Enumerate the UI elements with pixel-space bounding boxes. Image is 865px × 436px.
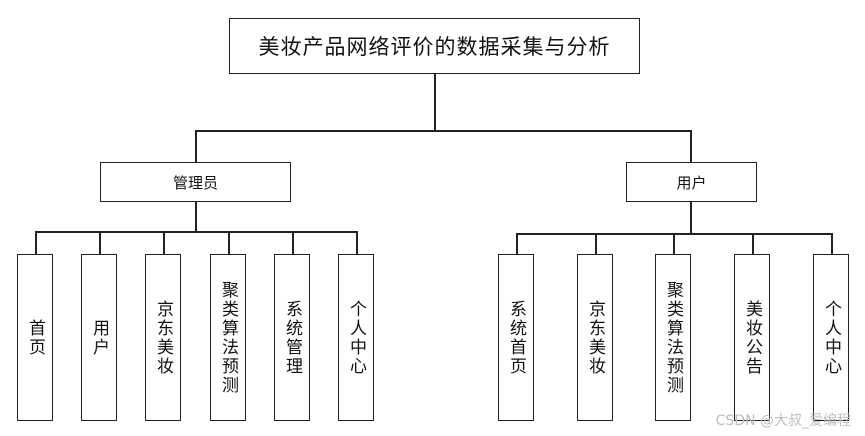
admin-leaf-personal-center: 个人中心 xyxy=(338,254,374,421)
connector-user-down xyxy=(690,202,692,234)
connector-admin-leaf-4 xyxy=(228,231,230,254)
user-leaf-jd-beauty: 京东美妆 xyxy=(577,254,613,421)
connector-to-user xyxy=(690,130,692,162)
connector-user-leaf-1 xyxy=(516,233,518,254)
connector-admin-down xyxy=(195,202,197,232)
connector-user-leaf-3 xyxy=(673,233,675,254)
connector-user-leaf-5 xyxy=(831,233,833,254)
admin-node: 管理员 xyxy=(100,162,291,202)
admin-leaf-jd-beauty: 京东美妆 xyxy=(145,254,181,421)
admin-leaf-home: 首页 xyxy=(17,254,53,421)
user-leaf-system-home: 系统首页 xyxy=(498,254,534,421)
user-leaf-cluster-predict: 聚类算法预测 xyxy=(655,254,691,421)
connector-to-admin xyxy=(195,130,197,162)
admin-leaf-users: 用户 xyxy=(81,254,117,421)
watermark-text: CSDN @大叔_爱编程 xyxy=(715,413,851,429)
user-leaf-personal-center: 个人中心 xyxy=(813,254,849,421)
connector-admin-leaf-5 xyxy=(292,231,294,254)
connector-admin-leaf-2 xyxy=(99,231,101,254)
connector-admin-bar xyxy=(35,231,357,233)
admin-leaf-cluster-predict: 聚类算法预测 xyxy=(210,254,246,421)
connector-admin-leaf-6 xyxy=(356,231,358,254)
user-node: 用户 xyxy=(626,162,757,202)
connector-admin-leaf-3 xyxy=(163,231,165,254)
connector-admin-leaf-1 xyxy=(35,231,37,254)
connector-root-bar xyxy=(195,130,691,132)
connector-user-leaf-4 xyxy=(752,233,754,254)
admin-leaf-system-manage: 系统管理 xyxy=(274,254,310,421)
root-node: 美妆产品网络评价的数据采集与分析 xyxy=(229,18,640,74)
connector-user-leaf-2 xyxy=(595,233,597,254)
user-leaf-beauty-notice: 美妆公告 xyxy=(734,254,770,421)
connector-root-down xyxy=(434,74,436,131)
